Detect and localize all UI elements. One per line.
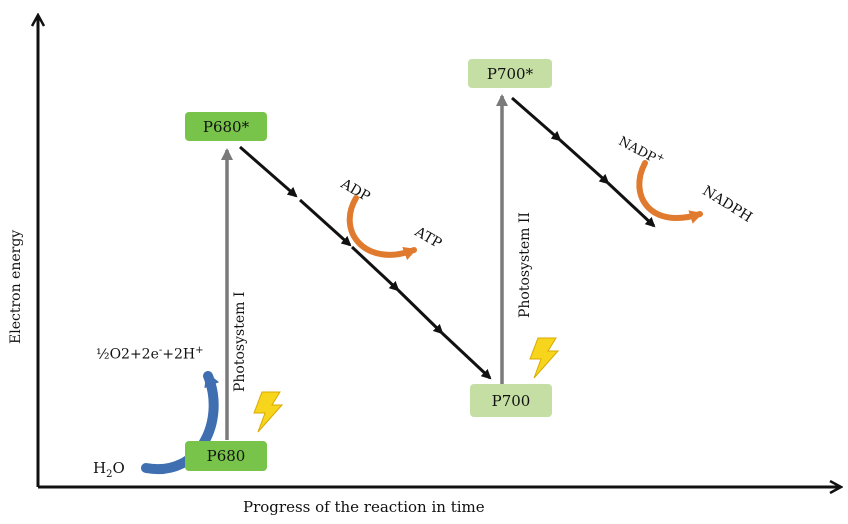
p680-star-label: P680*: [202, 117, 250, 136]
electron-transport-chain-1: [239, 145, 492, 380]
lightning-icon-1: [253, 391, 284, 433]
electron-transport-chain-2: [511, 96, 656, 228]
water-products-label: ½O2+2e-+2H+: [96, 345, 204, 363]
lightning-icon-2: [529, 337, 560, 379]
photosystem-2-label: Photosystem II: [517, 212, 533, 318]
p700-star-label: P700*: [486, 64, 534, 83]
y-axis-label: Electron energy: [8, 229, 24, 344]
p700-label: P700: [491, 391, 531, 410]
p680-label: P680: [206, 447, 246, 465]
photosystem-1-label: Photosystem I: [232, 291, 248, 392]
p680-star-box: P680*: [185, 112, 267, 141]
water-label: H2O: [93, 459, 125, 480]
p700-star-box: P700*: [468, 59, 552, 88]
x-axis-label: Progress of the reaction in time: [243, 498, 485, 516]
p680-box: P680: [185, 441, 267, 471]
nadp-nadph-arrow: [636, 160, 703, 224]
adp-atp-arrow: [346, 195, 417, 261]
p700-box: P700: [470, 384, 552, 417]
